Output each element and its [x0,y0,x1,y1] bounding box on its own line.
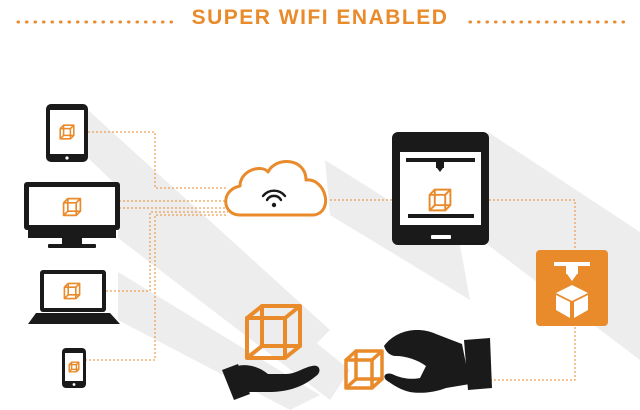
page-title: SUPER WIFI ENABLED [191,6,449,29]
wifi-cloud-icon [224,160,327,217]
laptop-icon [28,270,120,324]
printing-badge-icon [536,250,608,326]
pinching-hand-icon [384,330,492,393]
phone-icon [62,348,86,388]
monitor-icon [24,182,120,248]
tablet-icon [46,104,88,162]
small-cube-icon [344,349,384,390]
printed-cube-icon [245,304,302,360]
printed-cube-hands-icon [222,304,492,400]
3d-printer-icon [392,132,489,245]
connector-lines [85,131,576,381]
open-hand-icon [222,364,320,400]
